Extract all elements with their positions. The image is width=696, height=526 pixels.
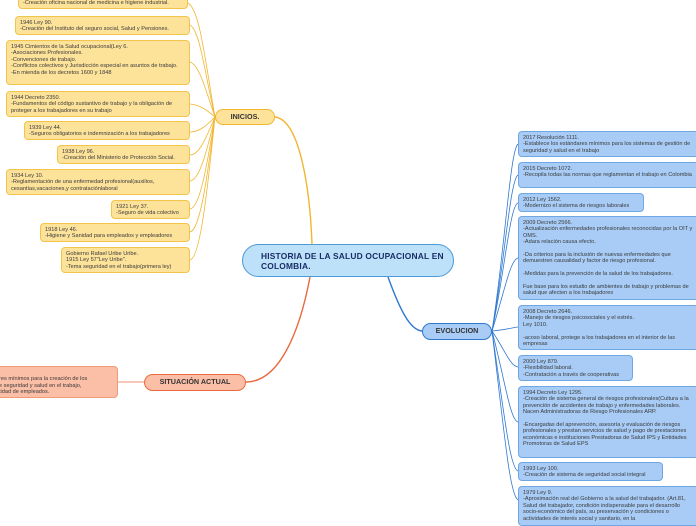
- situacion-branch-line: [245, 276, 311, 383]
- inicios-item-1934[interactable]: 1934 Ley 10. -Reglamentación de una enfe…: [6, 169, 190, 195]
- evolucion-item-2017[interactable]: 2017 Resolución 1111. -Establece los est…: [518, 131, 696, 157]
- inicios-connectors: [187, 2, 216, 261]
- inicios-branch-line: [274, 116, 313, 245]
- evolucion-item-2012[interactable]: 2012 Ley 1562. -Modernizo el sistema de …: [518, 193, 644, 212]
- evolucion-branch-line: [387, 276, 423, 332]
- branch-inicios[interactable]: INICIOS.: [215, 109, 275, 125]
- evolucion-item-1993[interactable]: 1993 Ley 100. -Creación de sistema de se…: [518, 462, 663, 481]
- evolucion-item-1994[interactable]: 1994 Decreto Ley 1295. -Creación de sist…: [518, 386, 696, 458]
- evolucion-connectors: [491, 143, 519, 501]
- inicios-item-1918[interactable]: 1918 Ley 46. -Higiene y Sanidad para emp…: [40, 223, 190, 242]
- inicios-item-1939[interactable]: 1939 Ley 44. -Seguros obligatorios e ind…: [24, 121, 190, 140]
- situacion-item[interactable]: . res mínimos para la creación de los e …: [0, 366, 118, 398]
- branch-situacion-actual[interactable]: SITUACIÓN ACTUAL: [144, 374, 246, 391]
- inicios-item-ley-1950[interactable]: -Creación oficina nacional de medicina e…: [18, 0, 188, 9]
- inicios-item-1946[interactable]: 1946 Ley 90. -Creación del Instituto del…: [15, 16, 190, 35]
- evolucion-item-2000[interactable]: 2000 Ley 879. -Flexibilidad laboral. -Co…: [518, 355, 633, 381]
- inicios-item-1915[interactable]: Gobierno Rafael Uribe Uribe. 1915 Ley 57…: [61, 247, 190, 273]
- inicios-item-1945[interactable]: 1945 Cimientos de la Salud ocupacional(L…: [6, 40, 190, 85]
- evolucion-item-1979[interactable]: 1979 Ley 9. -Aproximación real del Gobie…: [518, 486, 696, 526]
- evolucion-item-2008[interactable]: 2008 Decreto 2646. -Manejo de riesgos ps…: [518, 305, 696, 350]
- inicios-item-1944[interactable]: 1944 Decreto 2350. -Fundamentos del códi…: [6, 91, 190, 117]
- inicios-item-1921[interactable]: 1921 Ley 37. -Seguro de vida colectivo: [111, 200, 190, 219]
- evolucion-item-2009[interactable]: 2009 Decreto 2566. -Actualización enferm…: [518, 216, 696, 300]
- evolucion-item-2015[interactable]: 2015 Decreto 1072. -Recopila todas las n…: [518, 162, 696, 188]
- inicios-item-1938[interactable]: 1938 Ley 96. -Creación del Ministerio de…: [57, 145, 190, 164]
- central-topic[interactable]: HISTORIA DE LA SALUD OCUPACIONAL EN COLO…: [242, 244, 454, 277]
- branch-evolucion[interactable]: EVOLUCION: [422, 323, 492, 340]
